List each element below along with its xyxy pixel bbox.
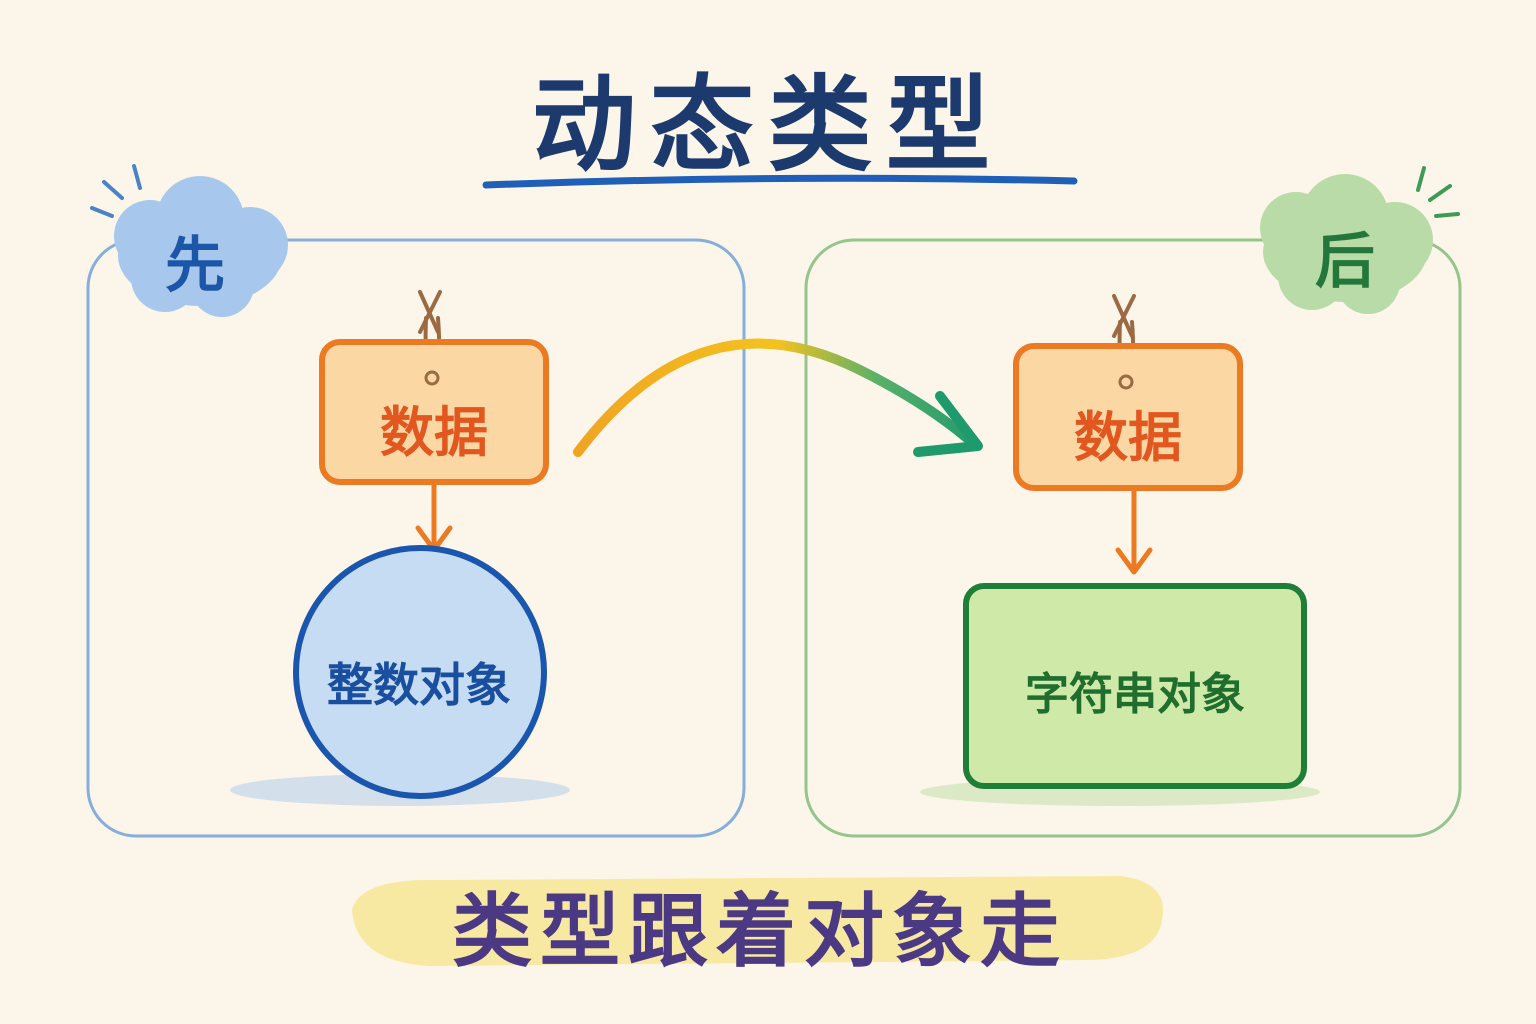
before-panel <box>86 238 746 838</box>
tag-right-label: 数据 <box>1074 405 1182 469</box>
page-title: 动态类型 <box>531 63 1004 186</box>
before-sparkle <box>90 164 142 218</box>
before-badge-cloud <box>114 176 288 317</box>
tag-right-box <box>1013 343 1243 491</box>
int-object-circle <box>293 545 547 799</box>
str-object-box <box>963 583 1307 789</box>
after-sparkle <box>1416 166 1460 218</box>
transition-arrow <box>573 338 980 457</box>
title-underline <box>482 174 1078 189</box>
before-label: 先 <box>165 230 225 301</box>
tag-left-arrow <box>415 481 453 553</box>
tag-right-arrow <box>1115 487 1153 575</box>
tag-left-label: 数据 <box>380 400 488 464</box>
caption: 类型跟着对象走 <box>452 885 1068 978</box>
after-panel <box>804 238 1462 838</box>
transition-arrowhead <box>913 391 983 457</box>
after-label: 后 <box>1315 226 1375 297</box>
str-object-label: 字符串对象 <box>1025 669 1245 720</box>
caption-highlight <box>352 876 1164 966</box>
after-badge-cloud <box>1260 174 1433 314</box>
int-object-label: 整数对象 <box>327 658 511 712</box>
